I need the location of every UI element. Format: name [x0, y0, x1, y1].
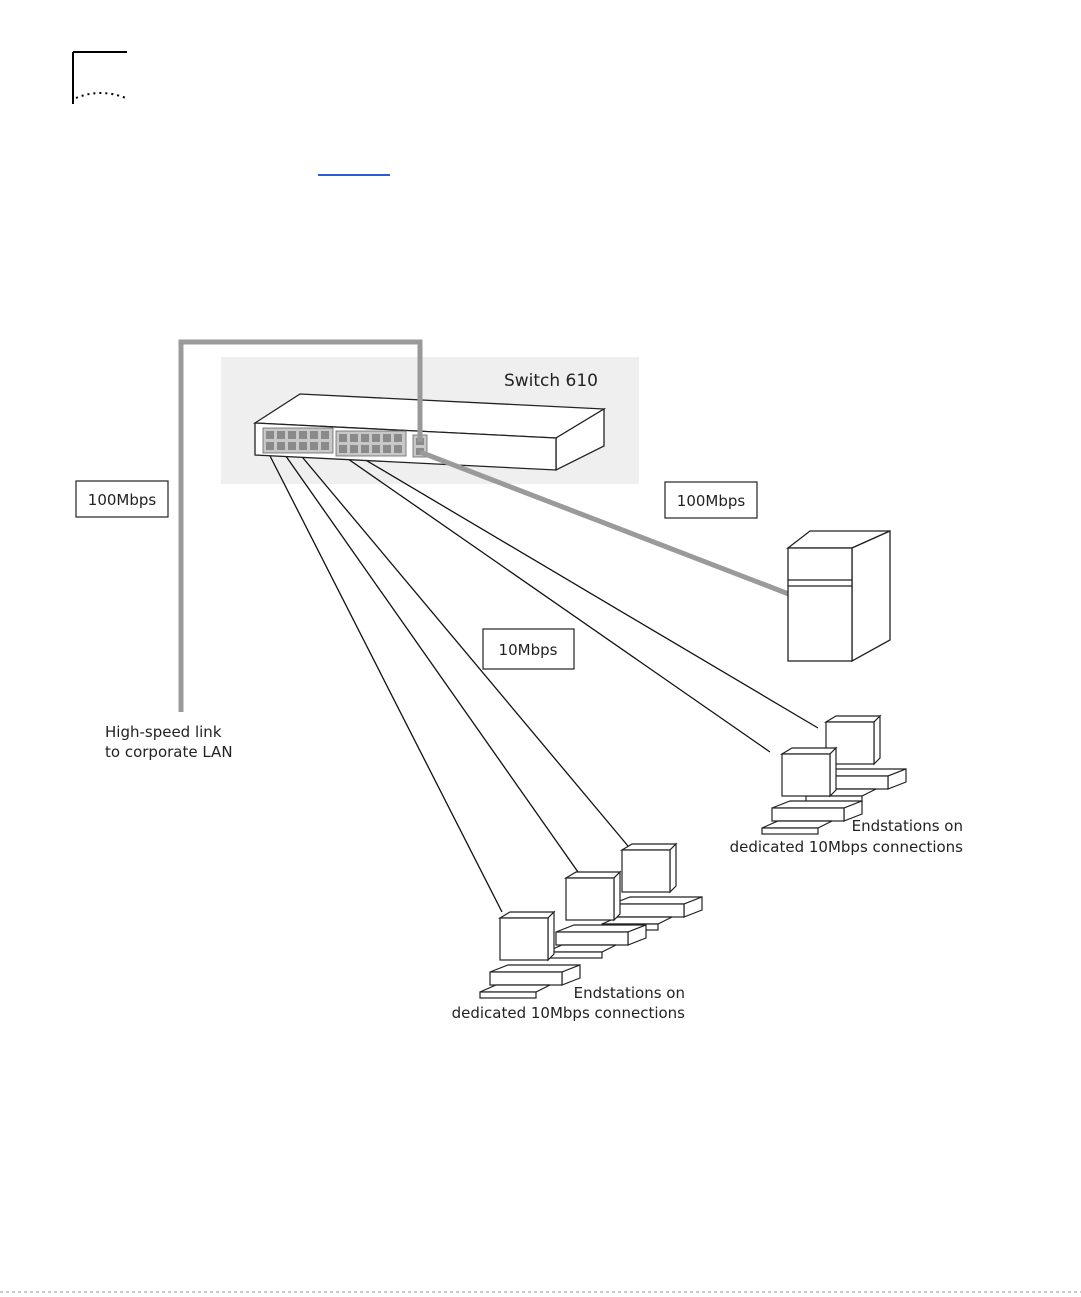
switch-label: Switch 610	[504, 371, 598, 391]
speed-label-uplink-left: 100Mbps	[88, 491, 157, 509]
speed-label-endstation: 10Mbps	[499, 641, 558, 659]
endstations-bottom-line1: Endstations on	[574, 984, 685, 1002]
endstations-right-line2: dedicated 10Mbps connections	[730, 838, 964, 856]
endstations-right-line1: Endstations on	[852, 817, 963, 835]
speed-label-uplink-right: 100Mbps	[677, 492, 746, 510]
page-corner-mark	[73, 52, 127, 104]
endstation-cluster-bottom	[480, 844, 702, 998]
uplink-note-line1: High-speed link	[105, 723, 222, 741]
uplink-note-line2: to corporate LAN	[105, 743, 233, 761]
endstations-bottom-line2: dedicated 10Mbps connections	[452, 1004, 686, 1022]
server-icon	[788, 531, 890, 661]
